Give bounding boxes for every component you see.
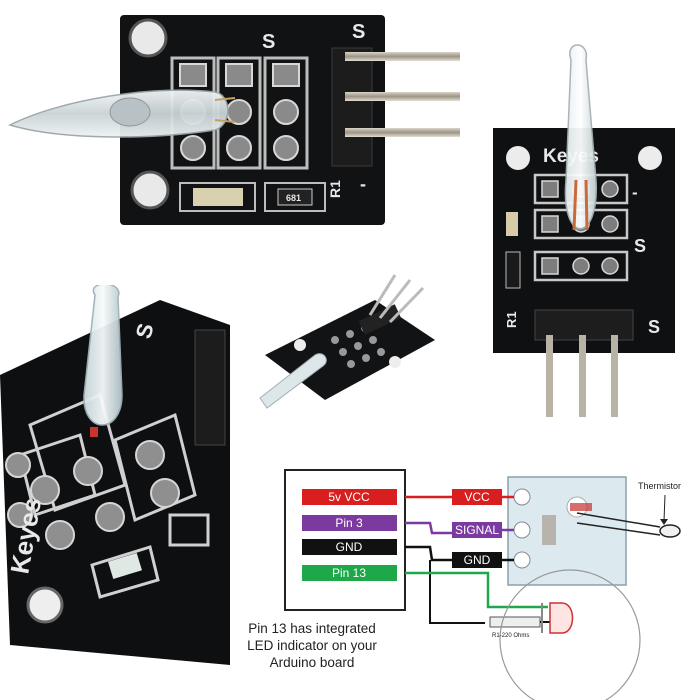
module-pin-signal: SIGNAL xyxy=(452,522,502,538)
svg-text:Pin 13: Pin 13 xyxy=(332,566,366,580)
label-r1: R1 xyxy=(327,180,343,198)
label-minus: - xyxy=(360,174,366,194)
wiring-caption: Pin 13 has integrated LED indicator on y… xyxy=(232,620,392,671)
pin-label-s: S xyxy=(131,321,159,342)
pin-label-s-header: S xyxy=(648,317,660,337)
pin-label-s: S xyxy=(262,31,275,53)
arduino-pin-gnd: GND xyxy=(302,539,397,555)
thermistor-label: Thermistor xyxy=(638,481,681,491)
arduino-pin-3: Pin 3 xyxy=(302,515,397,531)
photo-module-small xyxy=(255,270,440,415)
photo-module-top-left: 681 S S R1 - xyxy=(0,0,470,235)
caption-line: Pin 13 has integrated xyxy=(248,621,376,636)
svg-text:GND: GND xyxy=(464,553,491,567)
svg-text:Pin 3: Pin 3 xyxy=(335,516,363,530)
resistor-label: R1-220 Ohms xyxy=(492,633,529,639)
module-pin-gnd: GND xyxy=(452,552,502,568)
label-r1: R1 xyxy=(504,311,519,328)
pin-label-s: S xyxy=(634,236,646,256)
caption-line: Arduino board xyxy=(269,655,355,670)
photo-module-closeup: Keyes S xyxy=(0,285,230,700)
arduino-pin-5v: 5v VCC xyxy=(302,489,397,505)
resistor-code: 681 xyxy=(286,193,301,203)
module-pin-vcc: VCC xyxy=(452,489,502,505)
svg-text:SIGNAL: SIGNAL xyxy=(455,523,499,537)
svg-text:5v VCC: 5v VCC xyxy=(328,490,370,504)
caption-line: LED indicator on your xyxy=(247,638,377,653)
arduino-pin-13: Pin 13 xyxy=(302,565,397,581)
svg-text:GND: GND xyxy=(336,540,363,554)
svg-text:VCC: VCC xyxy=(464,490,490,504)
label-minus: - xyxy=(632,183,638,202)
pin-label-s-header: S xyxy=(352,21,365,43)
wiring-diagram: 5v VCC Pin 3 GND Pin 13 VCC SIGNAL GND T… xyxy=(280,465,700,700)
photo-module-top-right: Keyes - S S R1 xyxy=(488,30,700,430)
